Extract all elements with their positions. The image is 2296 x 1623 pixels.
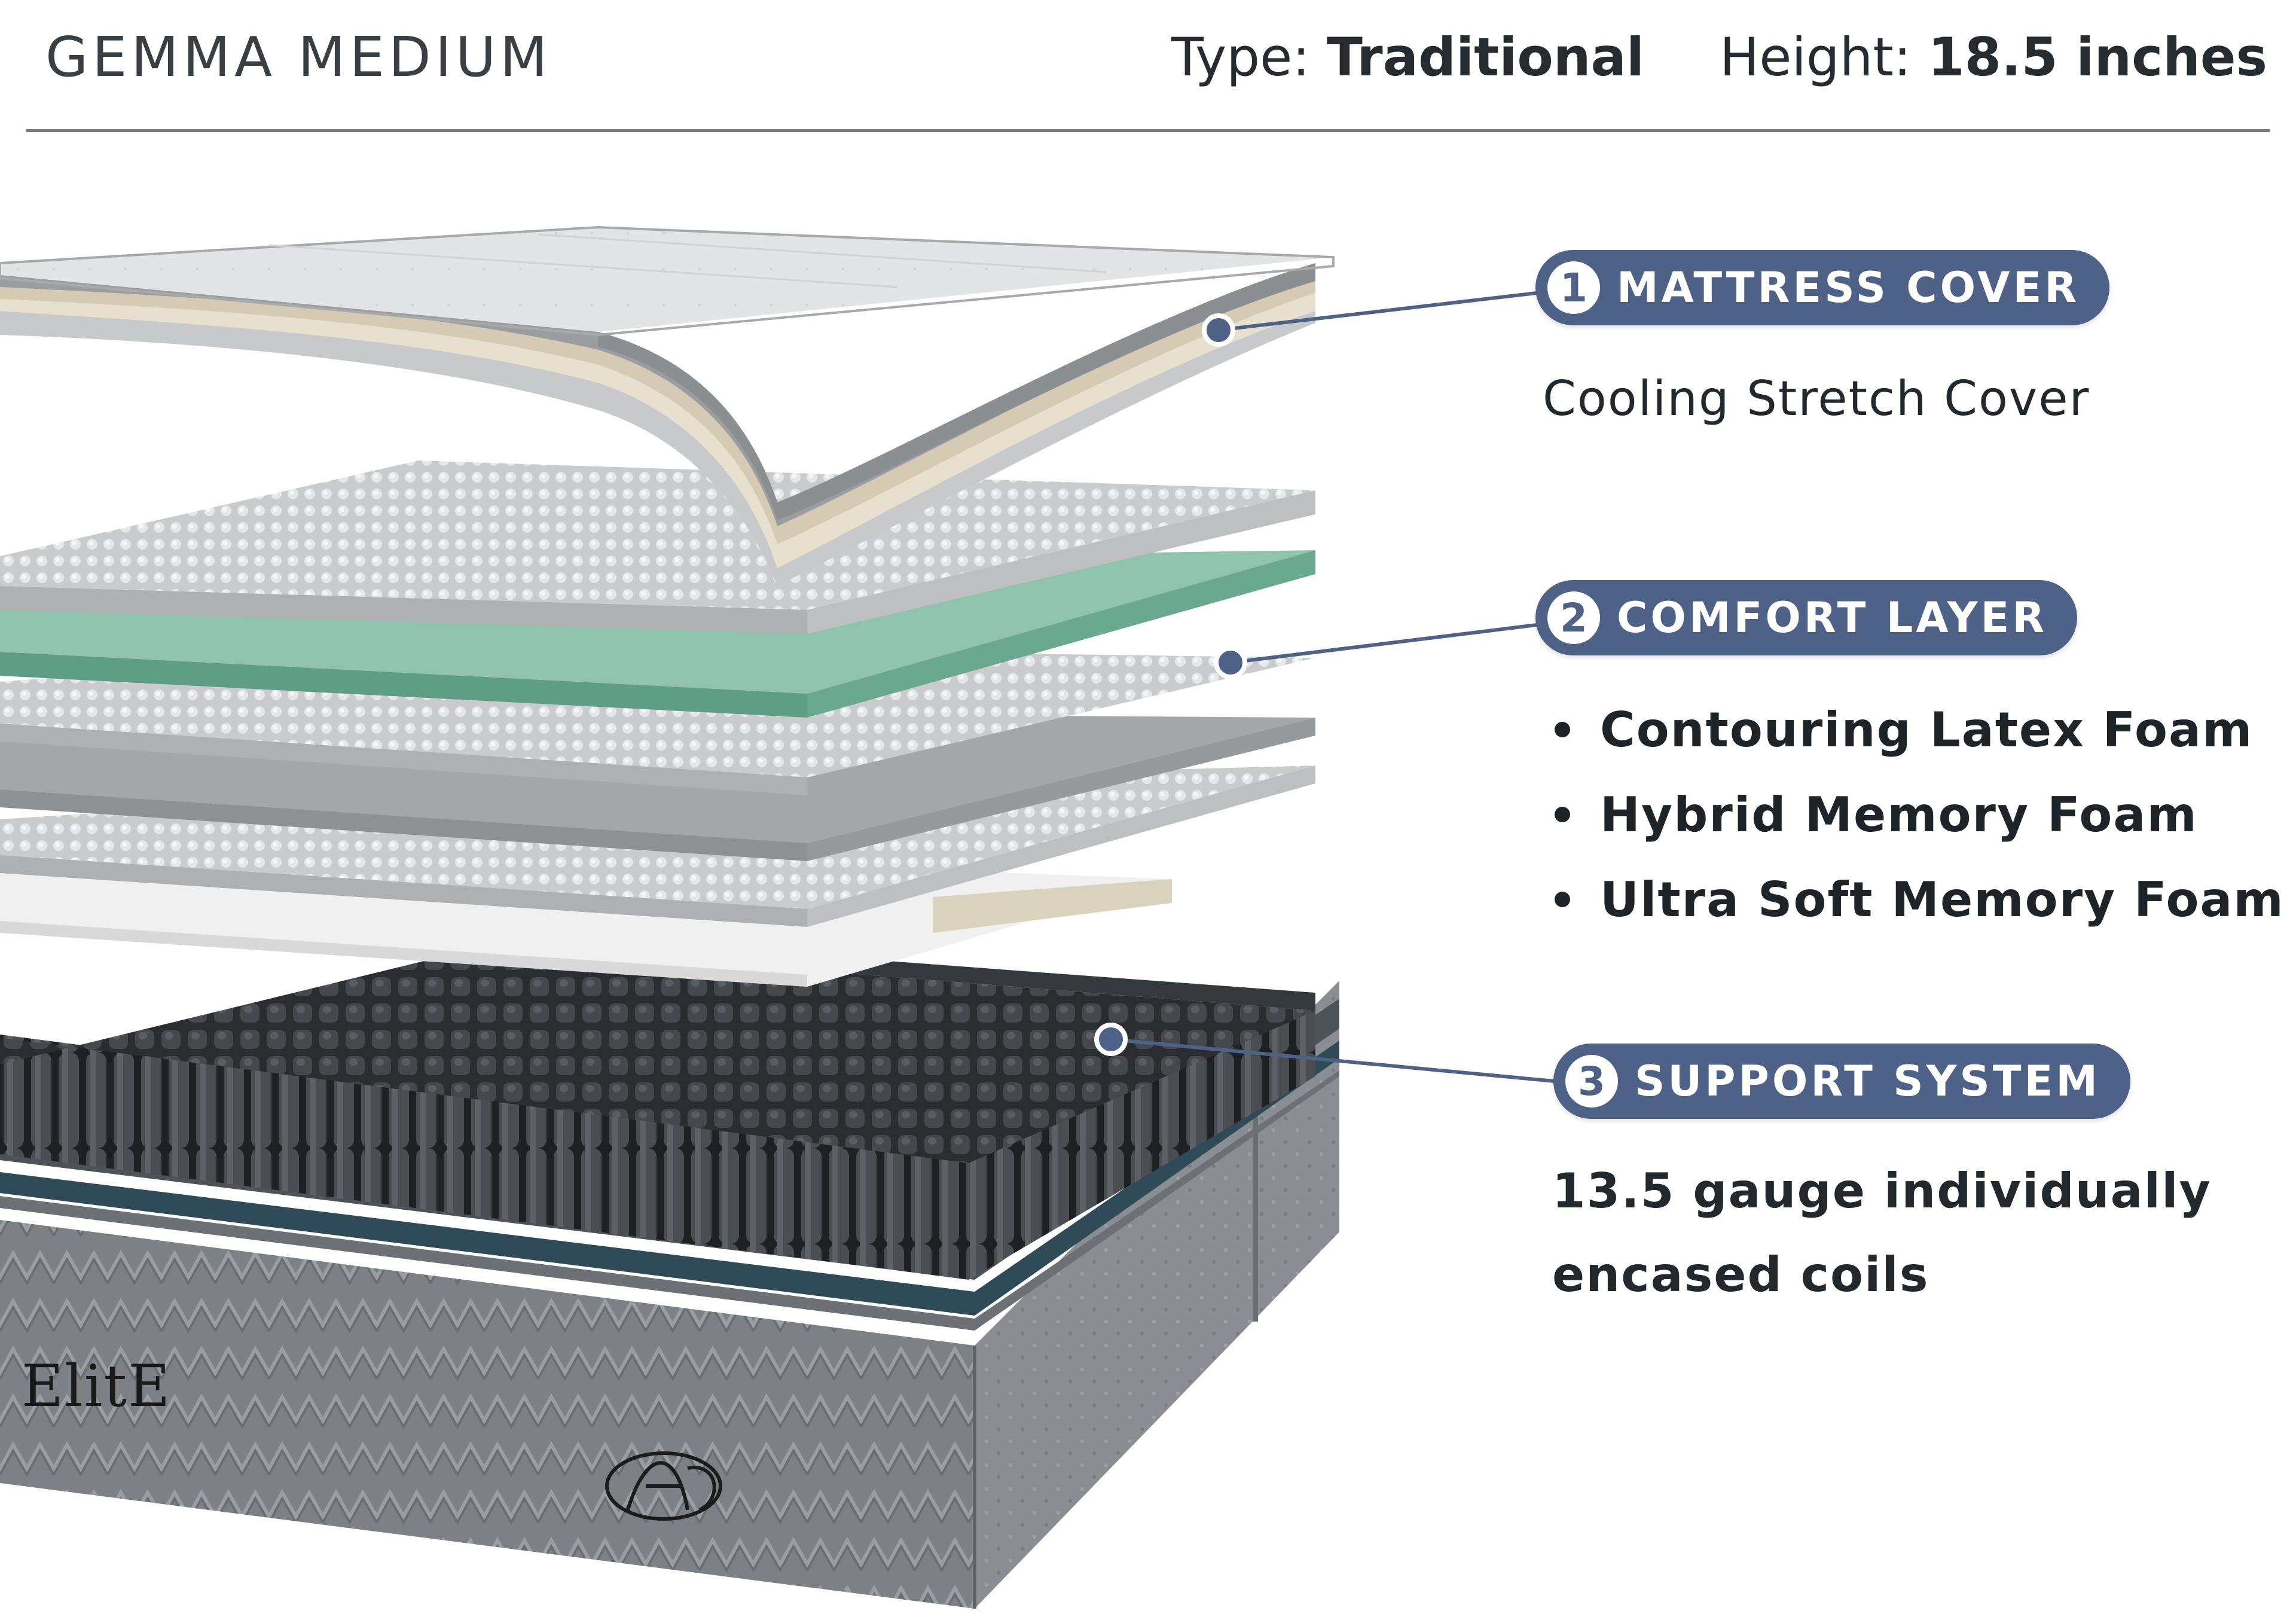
header: GEMMA MEDIUM Type: Traditional Height: 1…	[26, 0, 2270, 132]
mattress-cover-illustration	[0, 225, 1335, 586]
callout-leader-lines	[1094, 291, 1555, 1083]
comfort-layer-list: Contouring Latex Foam Hybrid Memory Foam…	[1555, 688, 2285, 942]
list-item: Ultra Soft Memory Foam	[1555, 858, 2285, 942]
comfort-item-2: Hybrid Memory Foam	[1600, 787, 2198, 843]
support-system-illustration	[0, 933, 1339, 1609]
callout-number-1: 1	[1547, 261, 1600, 314]
callout-dot-3	[1094, 1023, 1128, 1056]
height-value: 18.5 inches	[1928, 26, 2267, 88]
spec-line: Type: Traditional Height: 18.5 inches	[1171, 26, 2267, 88]
callout-mattress-cover: 1 MATTRESS COVER	[1535, 250, 2110, 325]
comfort-item-3: Ultra Soft Memory Foam	[1600, 872, 2285, 928]
list-item: Contouring Latex Foam	[1555, 688, 2285, 773]
mattress-cover-description: Cooling Stretch Cover	[1543, 371, 2090, 426]
height-label: Height:	[1720, 26, 1912, 88]
callout-number-3: 3	[1565, 1055, 1618, 1108]
type-label: Type:	[1171, 26, 1310, 88]
callout-dot-1	[1202, 313, 1235, 347]
support-system-description-line1: 13.5 gauge individually	[1552, 1163, 2212, 1219]
callout-label-3: SUPPORT SYSTEM	[1635, 1057, 2100, 1106]
callout-number-2: 2	[1547, 591, 1600, 644]
callout-label-2: COMFORT LAYER	[1617, 593, 2048, 642]
comfort-layers-illustration	[0, 460, 1315, 987]
support-system-description-line2: encased coils	[1552, 1247, 1929, 1302]
type-value: Traditional	[1326, 26, 1645, 88]
product-title: GEMMA MEDIUM	[45, 25, 552, 89]
comfort-item-1: Contouring Latex Foam	[1600, 702, 2254, 758]
list-item: Hybrid Memory Foam	[1555, 773, 2285, 858]
callout-comfort-layer: 2 COMFORT LAYER	[1535, 580, 2078, 655]
callout-support-system: 3 SUPPORT SYSTEM	[1553, 1044, 2130, 1119]
callout-dot-2	[1214, 646, 1247, 679]
brand-mark: ElitE	[22, 1353, 172, 1420]
monogram-logo	[605, 1451, 722, 1521]
callout-label-1: MATTRESS COVER	[1617, 263, 2080, 312]
